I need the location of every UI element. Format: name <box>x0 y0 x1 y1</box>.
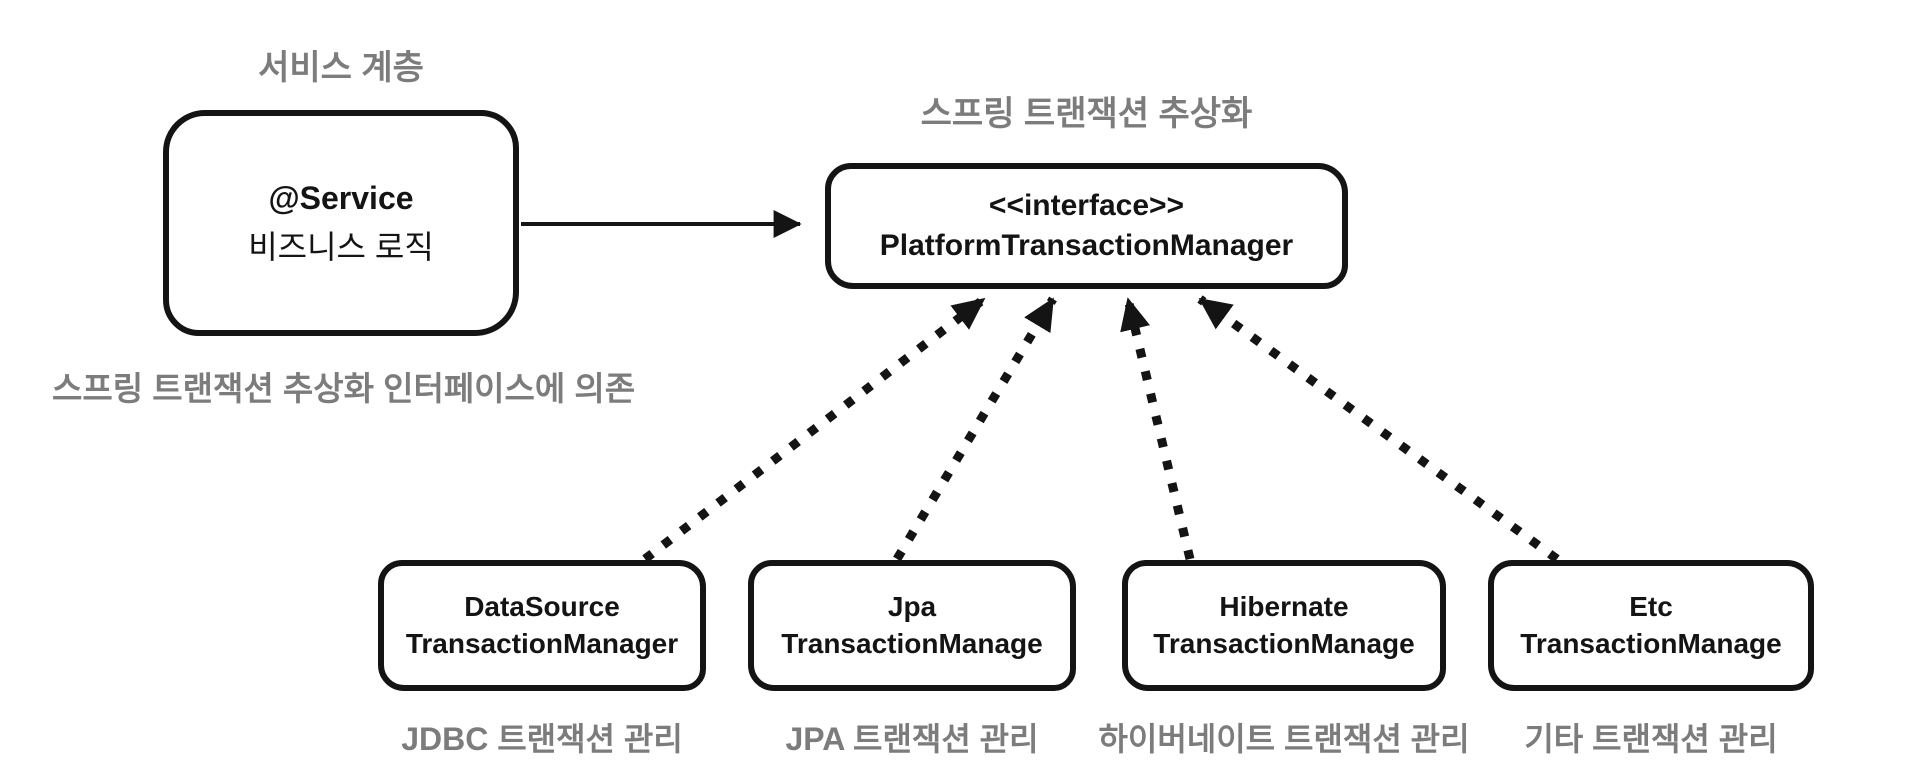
interface-stereotype: <<interface>> <box>988 189 1185 223</box>
etc-transaction-manager-box: Etc TransactionManage <box>1488 560 1814 691</box>
service-box-annotation: @Service <box>268 180 414 217</box>
etc-implements-arrow <box>1197 295 1560 563</box>
jpa-implements-arrow <box>893 296 1057 562</box>
service-box-label: 비즈니스 로직 <box>248 229 434 265</box>
datasource-implements-arrow <box>642 295 987 563</box>
impl-box-line: Hibernate <box>1219 591 1349 623</box>
etc-caption: 기타 트랜잭션 관리 <box>1524 721 1778 757</box>
impl-box-line: TransactionManage <box>1520 627 1782 659</box>
platform-transaction-manager-box: <<interface>> PlatformTransactionManager <box>825 163 1348 289</box>
jdbc-caption: JDBC 트랜잭션 관리 <box>401 721 683 757</box>
impl-box-line: Etc <box>1629 591 1673 623</box>
abstraction-caption: 스프링 트랜잭션 추상화 <box>920 95 1253 133</box>
impl-box-line: TransactionManage <box>781 627 1043 659</box>
impl-box-line: TransactionManager <box>405 627 679 659</box>
jpa-transaction-manager-box: Jpa TransactionManage <box>748 560 1076 691</box>
impl-box-line: TransactionManage <box>1153 627 1415 659</box>
service-layer-caption: 서비스 계층 <box>258 49 424 87</box>
hibernate-implements-arrow <box>1120 297 1195 561</box>
hibernate-caption: 하이버네이트 트랜잭션 관리 <box>1098 721 1470 757</box>
impl-box-line: Jpa <box>887 591 937 623</box>
datasource-transaction-manager-box: DataSource TransactionManager <box>378 560 706 691</box>
service-box: @Service 비즈니스 로직 <box>163 110 519 336</box>
hibernate-transaction-manager-box: Hibernate TransactionManage <box>1122 560 1446 691</box>
jpa-caption: JPA 트랜잭션 관리 <box>785 721 1039 757</box>
service-dependency-note: 스프링 트랜잭션 추상화 인터페이스에 의존 <box>52 370 636 407</box>
impl-box-line: DataSource <box>464 591 620 623</box>
interface-name: PlatformTransactionManager <box>879 229 1294 262</box>
